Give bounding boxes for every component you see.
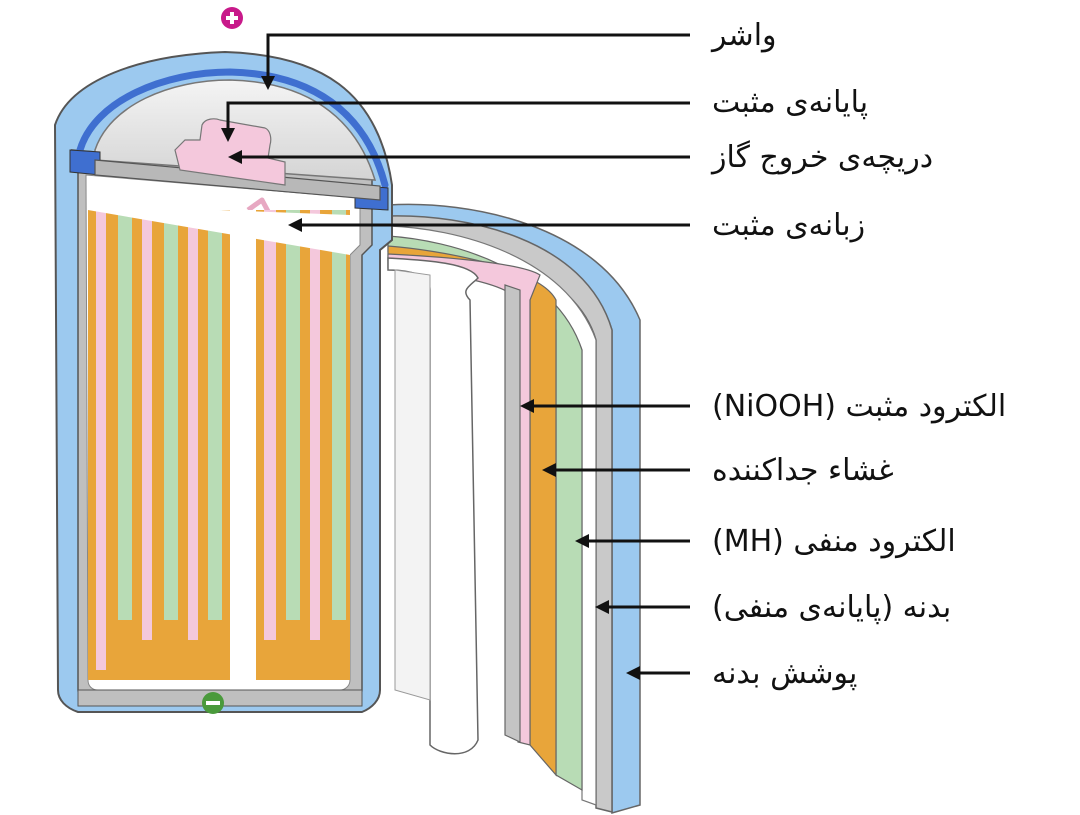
white-layer-3 <box>394 269 431 701</box>
label-positive-terminal: پایانه‌ی مثبت <box>712 85 868 120</box>
label-separator: غشاء جداکننده <box>712 453 894 488</box>
leader-arrows <box>221 33 690 680</box>
battery-cylinder <box>53 50 393 713</box>
washer-arc <box>76 68 389 189</box>
label-case-cover: پوشش بدنه <box>712 656 857 691</box>
minus-circle-icon <box>202 692 224 714</box>
electrode-stack <box>88 205 350 680</box>
unrolled-layers <box>387 203 641 814</box>
label-positive-tab: زبانه‌ی مثبت <box>712 208 865 243</box>
stack-stripes <box>96 210 346 670</box>
label-gas-vent: دریچه‌ی خروج گاز <box>710 140 933 175</box>
plus-circle-icon <box>221 7 243 29</box>
label-case: بدنه (پایانه‌ی منفی) <box>712 590 951 625</box>
label-positive-electrode: الکترود مثبت (NiOOH) <box>712 389 1006 424</box>
gray-layer <box>504 284 521 743</box>
label-washer: واشر <box>710 18 777 53</box>
label-negative-electrode: الکترود منفی (MH) <box>712 524 956 559</box>
labels: واشر پایانه‌ی مثبت دریچه‌ی خروج گاز زبان… <box>710 18 1006 691</box>
gas-vent-body <box>174 118 286 186</box>
